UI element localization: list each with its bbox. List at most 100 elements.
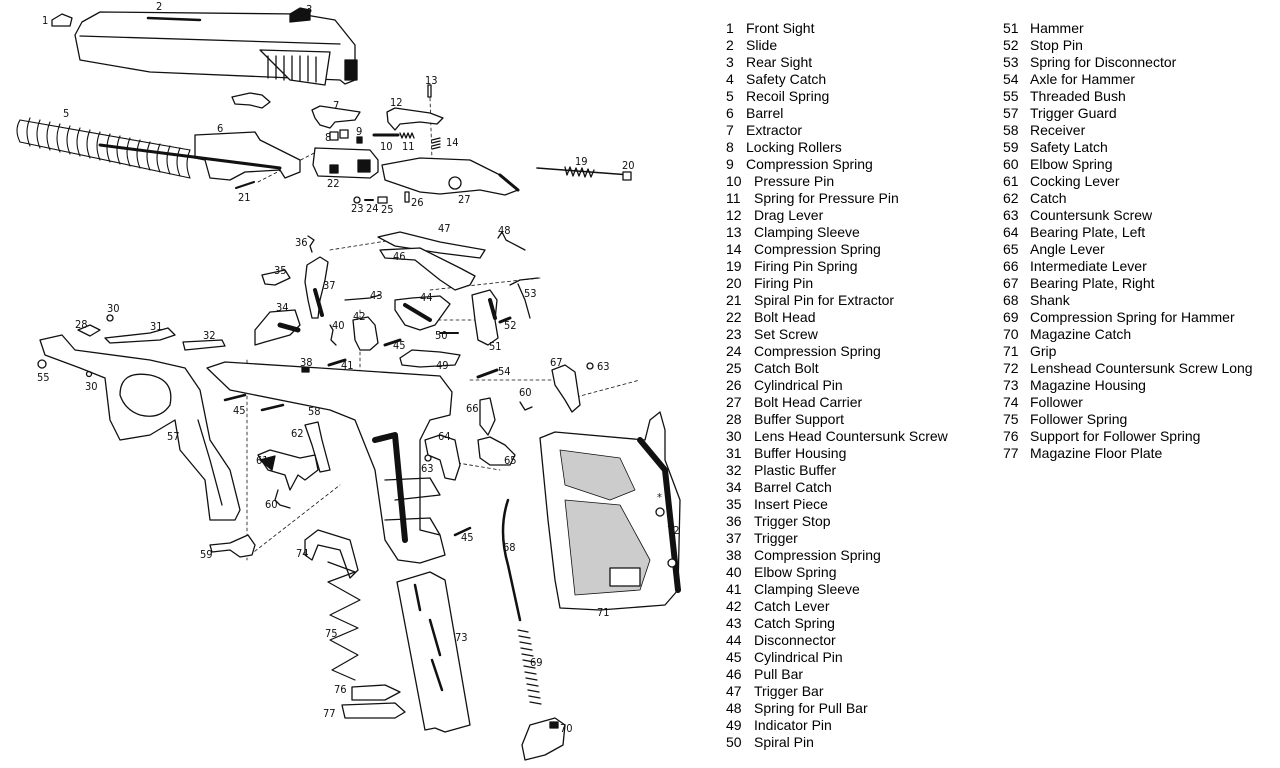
trigger-bar-part (377, 231, 486, 259)
callout-60b: 60 (519, 386, 532, 399)
part-name: Trigger Stop (754, 513, 831, 529)
part-name: Extractor (746, 122, 803, 138)
cylindrical-pin-45-part (383, 338, 402, 347)
callout-6: 6 (217, 122, 224, 135)
callout-51: 51 (489, 340, 502, 353)
callout-45a: 45 (393, 339, 406, 352)
part-name: Elbow Spring (1030, 156, 1113, 172)
locking-rollers-part (329, 131, 339, 141)
drag-lever-part (386, 107, 444, 131)
compression-spring-14-part (431, 137, 441, 150)
extractor-part (311, 105, 361, 129)
callout-55: 55 (37, 371, 50, 384)
disconnector-spring-part (509, 277, 539, 319)
part-number: 47 (726, 683, 742, 699)
follower-part (304, 529, 359, 579)
callout-5: 5 (63, 107, 70, 120)
part-number: 11 (726, 190, 741, 206)
callout-43: 43 (370, 289, 383, 302)
callout-11: 11 (402, 140, 415, 153)
slide-part (74, 11, 358, 86)
part-name: Elbow Spring (754, 564, 837, 580)
safety-catch-part (231, 92, 271, 109)
part-name: Catch Lever (754, 598, 830, 614)
lenshead-screw-part (655, 507, 665, 517)
part-name: Trigger (754, 530, 798, 546)
cylindrical-pin-45b-part (223, 393, 247, 402)
part-number: 21 (726, 292, 742, 308)
part-name: Catch (1030, 190, 1067, 206)
shank-part (501, 498, 522, 622)
part-number: 73 (1003, 377, 1019, 393)
part-name: Barrel Catch (754, 479, 832, 495)
part-name: Indicator Pin (754, 717, 832, 733)
catch-spring-part (344, 294, 381, 301)
follower-spring-part (327, 561, 361, 681)
part-name: Spring for Pull Bar (754, 700, 868, 716)
part-name: Compression Spring (746, 156, 873, 172)
part-name: Grip (1030, 343, 1057, 359)
part-name: Threaded Bush (1030, 88, 1126, 104)
part-number: 54 (1003, 71, 1019, 87)
part-name: Trigger Guard (1030, 105, 1117, 121)
part-name: Locking Rollers (746, 139, 842, 155)
part-name: Disconnector (754, 632, 836, 648)
part-number: 23 (726, 326, 742, 342)
callout-69: 69 (530, 656, 543, 669)
part-number: 37 (726, 530, 742, 546)
part-number: 61 (1003, 173, 1019, 189)
part-name: Barrel (746, 105, 784, 121)
rear-sight-part (289, 7, 311, 23)
parts-list-item: 8 Locking Rollers (726, 139, 948, 156)
callout-53: 53 (524, 287, 537, 300)
plastic-buffer-part (182, 339, 226, 351)
part-name: Rear Sight (746, 54, 813, 70)
callout-35: 35 (274, 264, 287, 277)
callout-22: 22 (327, 177, 340, 190)
part-name: Safety Latch (1030, 139, 1108, 155)
part-name: Pressure Pin (754, 173, 835, 189)
part-number: 13 (726, 224, 742, 240)
callout-26: 26 (411, 196, 424, 209)
callout-8: 8 (325, 131, 332, 144)
part-number: 67 (1003, 275, 1019, 291)
callout-50: 50 (435, 329, 448, 342)
callout-20: 20 (622, 159, 635, 172)
part-number: 8 (726, 139, 734, 155)
callout-40: 40 (332, 319, 345, 332)
magazine-floor-plate-part (341, 702, 406, 719)
callout-23: 23 (351, 202, 364, 215)
callout-45c: 45 (461, 531, 474, 544)
front-sight-part (51, 13, 73, 27)
callout-61: 61 (256, 454, 269, 467)
part-name: Cylindrical Pin (754, 649, 843, 665)
callout-77: 77 (323, 707, 336, 720)
part-name: Intermediate Lever (1030, 258, 1147, 274)
part-number: 43 (726, 615, 742, 631)
part-number: 74 (1003, 394, 1019, 410)
pull-bar-part (379, 247, 476, 291)
part-number: 25 (726, 360, 742, 376)
